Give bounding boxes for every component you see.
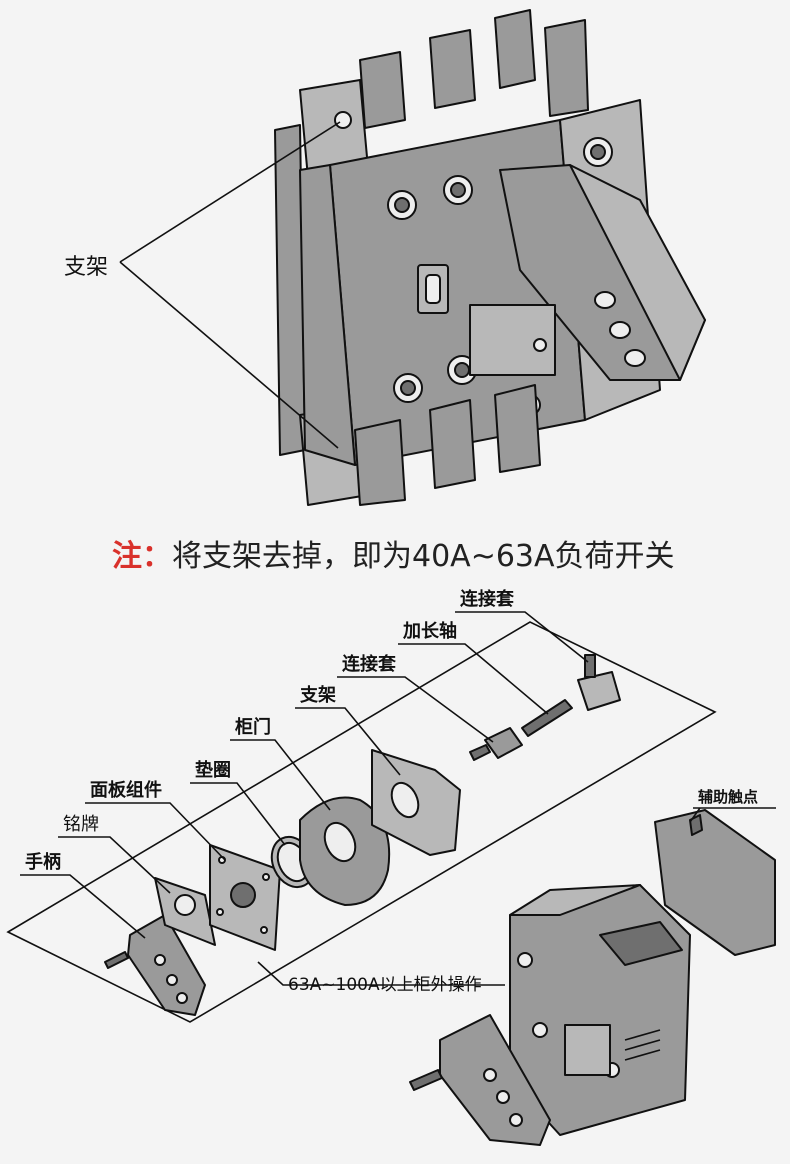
gasket-label: 垫圈 xyxy=(195,759,231,781)
bracket-leader-lower xyxy=(119,261,339,449)
note-prefix: 注： xyxy=(112,539,172,574)
exploded-frame xyxy=(6,621,717,1023)
cabinet-door-label: 柜门 xyxy=(235,716,271,738)
note-text: 将支架去掉，即为40A~63A负荷开关 xyxy=(172,539,675,574)
extension-shaft-part xyxy=(521,699,573,737)
auxiliary-contact-part xyxy=(654,809,776,956)
coupling-sleeve-top-label: 连接套 xyxy=(460,588,514,610)
bracket-leader-upper xyxy=(119,121,341,263)
coupling-sleeve-top-part xyxy=(577,654,621,711)
panel-assembly-label: 面板组件 xyxy=(90,779,162,801)
coupling-sleeve-part xyxy=(469,727,523,761)
load-switch-assembly xyxy=(274,9,706,506)
note-line: 注：将支架去掉，即为40A~63A负荷开关 xyxy=(112,539,675,574)
coupling-sleeve-label: 连接套 xyxy=(342,653,396,675)
bracket-label: 支架 xyxy=(64,255,108,280)
handle-label: 手柄 xyxy=(25,851,61,873)
nameplate-label: 铭牌 xyxy=(63,814,99,835)
extension-shaft-label: 加长轴 xyxy=(402,620,457,642)
external-switch-assembly xyxy=(409,884,691,1146)
auxiliary-contact-label: 辅助触点 xyxy=(698,788,758,806)
bracket-part-label: 支架 xyxy=(299,684,336,706)
